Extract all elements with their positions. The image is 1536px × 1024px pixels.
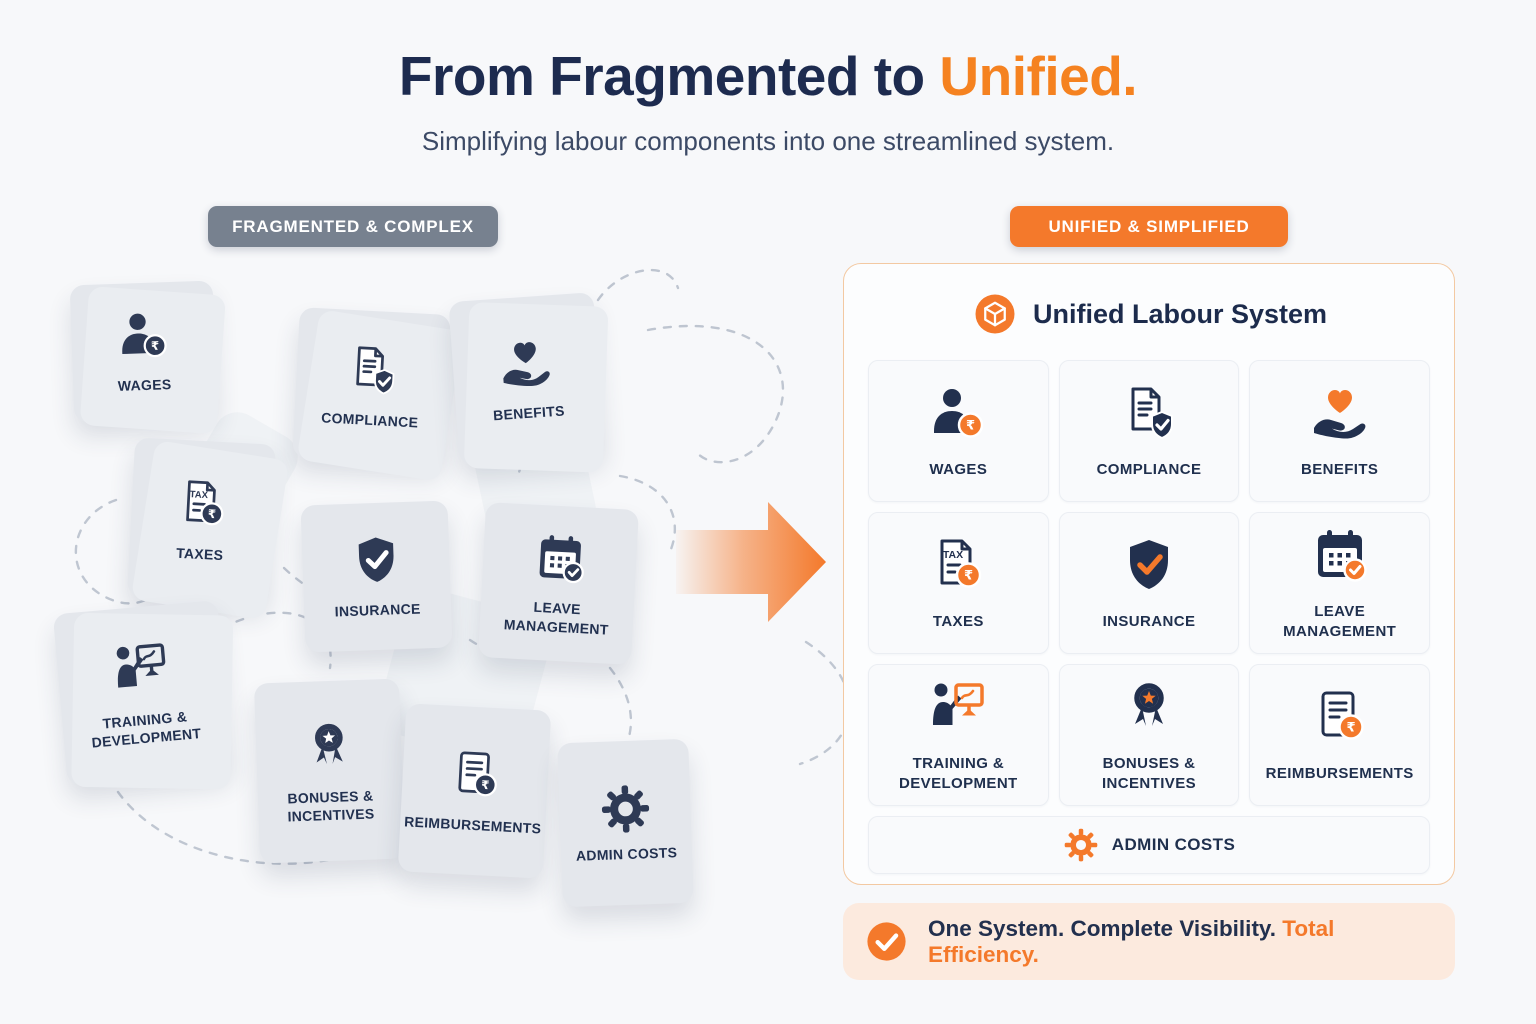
unified-card-wages: WAGES	[868, 360, 1049, 502]
cube-icon	[971, 290, 1019, 338]
card-label: COMPLIANCE	[320, 409, 419, 431]
unified-card-compliance: COMPLIANCE	[1058, 360, 1240, 502]
fragmented-card-bonuses-incentives: BONUSES & INCENTIVES	[253, 678, 406, 864]
card-label: LEAVE MANAGEMENT	[503, 599, 610, 638]
insurance-icon	[346, 532, 406, 592]
card-label: COMPLIANCE	[1096, 460, 1202, 478]
summary-statement: One System. Complete Visibility. Total E…	[928, 916, 1435, 968]
card-label: WAGES	[929, 460, 988, 478]
leave-management-icon	[529, 530, 590, 591]
transition-arrow-icon	[676, 502, 826, 622]
fragmented-card-admin-costs: ADMIN COSTS	[557, 738, 694, 908]
unified-card-training-development: TRAINING & DEVELOPMENT	[868, 664, 1049, 806]
summary-banner: One System. Complete Visibility. Total E…	[843, 903, 1455, 980]
leave-management-icon	[1308, 525, 1372, 589]
summary-statement-accent: Total Efficiency.	[928, 915, 1335, 967]
wages-icon	[113, 307, 173, 367]
bonuses-incentives-icon	[298, 717, 360, 779]
unified-card-reimbursements: REIMBURSEMENTS	[1249, 664, 1430, 806]
taxes-icon	[926, 535, 990, 599]
card-label: TRAINING & DEVELOPMENT	[899, 755, 1018, 792]
unified-card-bonuses-incentives: BONUSES & INCENTIVES	[1058, 664, 1240, 806]
unified-panel-title: Unified Labour System	[1032, 298, 1328, 329]
fragmented-card-compliance: COMPLIANCE	[292, 307, 451, 465]
unified-card-leave-management: LEAVE MANAGEMENT	[1249, 512, 1430, 654]
card-label: BENEFITS	[1300, 460, 1379, 478]
unified-panel: Unified Labour System WAGES COMPLIANCE B…	[843, 263, 1455, 885]
card-label: BENEFITS	[492, 402, 566, 424]
fragmented-card-training-development: TRAINING & DEVELOPMENT	[52, 600, 233, 786]
training-development-icon	[926, 677, 990, 741]
reimbursements-icon	[1308, 687, 1372, 751]
wages-icon	[926, 383, 990, 447]
card-label: ADMIN COSTS	[575, 844, 678, 864]
card-label: TRAINING & DEVELOPMENT	[90, 708, 202, 751]
training-development-icon	[107, 636, 174, 703]
admin-costs-icon	[598, 782, 652, 836]
fragmented-card-reimbursements: REIMBURSEMENTS	[397, 703, 552, 879]
bonuses-incentives-icon	[1117, 677, 1181, 741]
card-label: WAGES	[117, 376, 172, 395]
fragmented-card-insurance: INSURANCE	[300, 500, 453, 653]
fragmented-card-leave-management: LEAVE MANAGEMENT	[478, 502, 639, 665]
page-title: From Fragmented to Unified.	[0, 44, 1536, 108]
page-title-accent: Unified.	[939, 45, 1138, 107]
unified-card-taxes: TAXES	[868, 512, 1049, 654]
card-label: INSURANCE	[1102, 612, 1196, 630]
insurance-icon	[1117, 535, 1181, 599]
card-label: ADMIN COSTS	[1111, 834, 1236, 854]
card-label: INSURANCE	[334, 600, 421, 620]
card-label: REIMBURSEMENTS	[403, 813, 542, 837]
unified-grid: WAGES COMPLIANCE BENEFITS TAXES INSURANC…	[868, 360, 1430, 874]
page-subtitle: Simplifying labour components into one s…	[421, 126, 1115, 156]
admin-costs-row: ADMIN COSTS	[868, 816, 1430, 874]
page-title-prefix: From Fragmented to	[398, 45, 940, 107]
card-label: LEAVE MANAGEMENT	[1283, 603, 1397, 640]
benefits-icon	[495, 334, 557, 396]
fragmented-badge: FRAGMENTED & COMPLEX	[208, 206, 498, 247]
card-label: BONUSES & INCENTIVES	[287, 787, 375, 825]
fragmented-card-taxes: TAXES	[126, 437, 277, 604]
reimbursements-icon	[445, 746, 506, 807]
unified-card-insurance: INSURANCE	[1058, 512, 1240, 654]
taxes-icon	[172, 476, 233, 537]
admin-costs-icon	[1063, 827, 1099, 863]
card-label: TAXES	[932, 612, 984, 630]
check-icon	[863, 918, 910, 965]
fragmented-card-benefits: BENEFITS	[448, 292, 605, 466]
unified-card-benefits: BENEFITS	[1249, 360, 1430, 502]
compliance-icon	[1117, 383, 1181, 447]
card-label: BONUSES & INCENTIVES	[1101, 755, 1196, 792]
card-label: TAXES	[175, 545, 224, 564]
card-label: REIMBURSEMENTS	[1265, 764, 1414, 782]
summary-statement-dark: One System. Complete Visibility.	[928, 915, 1277, 941]
fragmented-card-wages: WAGES	[69, 280, 218, 423]
compliance-icon	[342, 341, 403, 402]
benefits-icon	[1308, 383, 1372, 447]
unified-panel-header: Unified Labour System	[868, 290, 1430, 338]
unified-badge: UNIFIED & SIMPLIFIED	[1010, 206, 1288, 247]
